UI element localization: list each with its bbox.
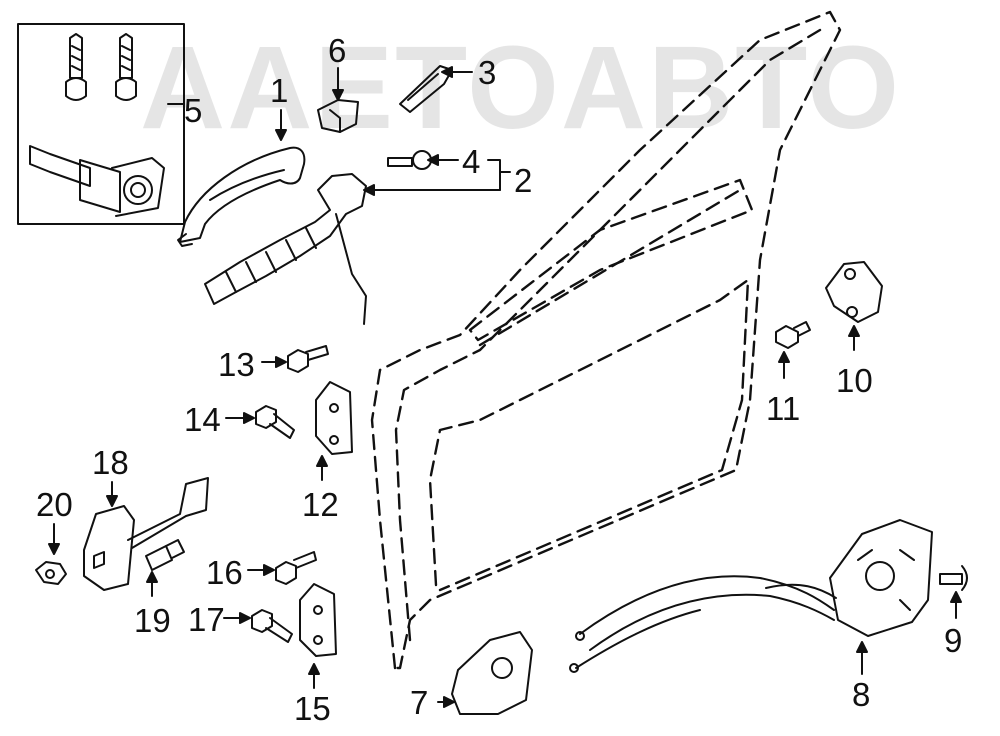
callout-13: 13 <box>218 346 255 383</box>
key-set-box <box>17 23 185 225</box>
lock-cylinder-icon <box>29 145 165 217</box>
bolt-part <box>255 405 295 439</box>
bolt-part <box>145 539 185 571</box>
handle-frame-part <box>204 173 367 325</box>
callout-17: 17 <box>188 601 225 638</box>
key-icon <box>115 33 137 101</box>
callout-4: 4 <box>462 143 481 180</box>
callout-14: 14 <box>184 401 221 438</box>
key-icon <box>65 33 87 101</box>
callout-3: 3 <box>478 54 497 91</box>
callout-9: 9 <box>944 622 963 659</box>
callout-12: 12 <box>302 486 339 523</box>
striker-part <box>825 261 883 323</box>
bolt-part <box>275 551 317 585</box>
bolt-washer-part <box>387 150 432 170</box>
callout-15: 15 <box>294 690 331 727</box>
callout-18: 18 <box>92 444 129 481</box>
callout-16: 16 <box>206 554 243 591</box>
door-latch-part <box>765 519 933 637</box>
callout-7: 7 <box>410 684 429 721</box>
callout-2: 2 <box>514 162 533 199</box>
lower-hinge-part <box>299 583 337 657</box>
upper-hinge-part <box>315 381 353 455</box>
latch-cables <box>569 575 835 673</box>
latch-bracket-part <box>451 631 533 715</box>
door-check-part <box>83 477 209 591</box>
callout-10: 10 <box>836 362 873 399</box>
callout-8: 8 <box>852 676 871 713</box>
nut-part <box>35 561 67 585</box>
callout-19: 19 <box>134 602 171 639</box>
bolt-part <box>251 609 293 643</box>
bolt-part <box>775 321 811 349</box>
outer-handle-part <box>177 146 306 247</box>
callout-11: 11 <box>766 390 801 427</box>
bolt-part <box>939 565 968 591</box>
door-outline <box>370 10 842 670</box>
bolt-part <box>287 345 329 373</box>
callout-6: 6 <box>328 32 347 69</box>
gasket-part <box>399 65 453 113</box>
callout-20: 20 <box>36 486 73 523</box>
handle-cap-part <box>317 99 359 133</box>
callout-5: 5 <box>184 92 203 129</box>
callout-1: 1 <box>270 72 289 109</box>
